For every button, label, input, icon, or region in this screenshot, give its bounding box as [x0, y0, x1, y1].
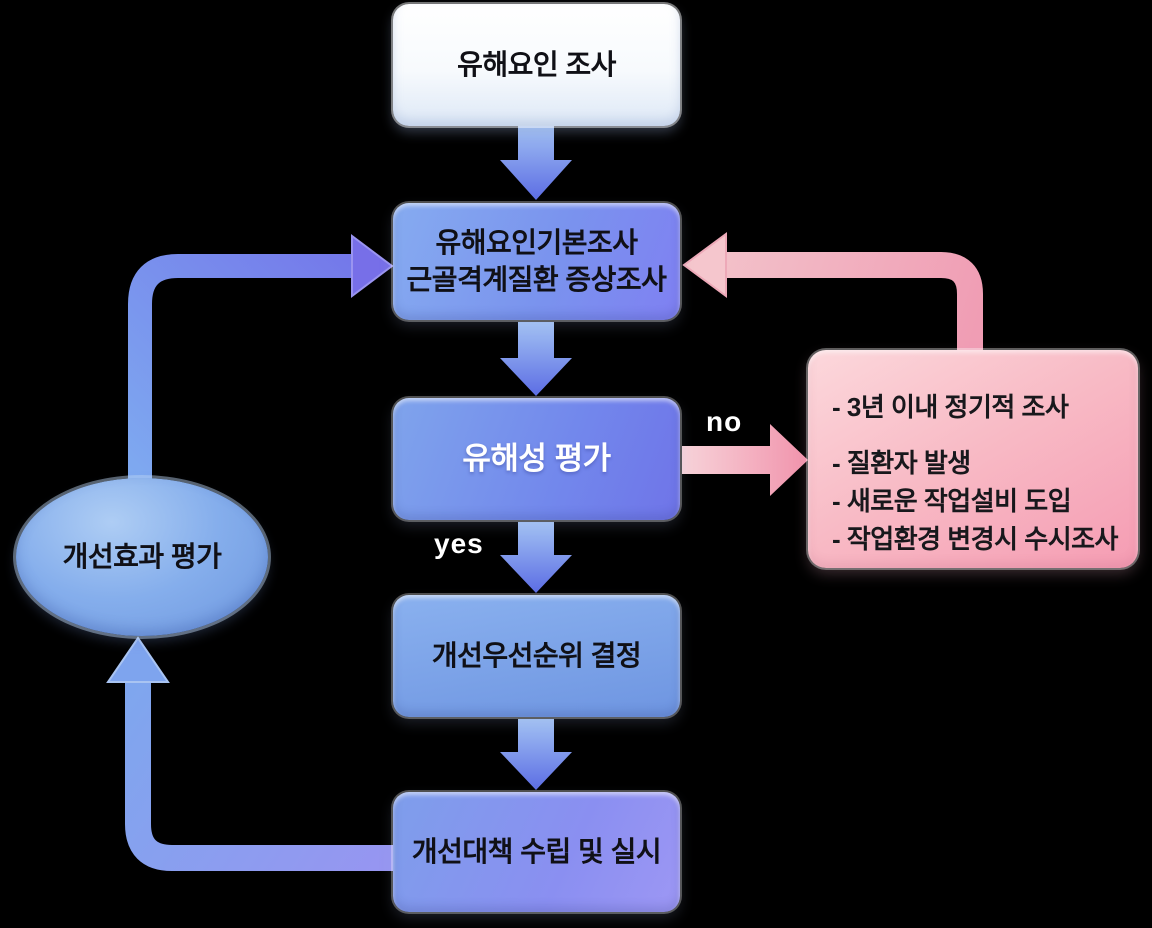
node-label: 유해요인 조사: [457, 48, 616, 80]
node-hazard-survey: 유해요인 조사: [393, 4, 680, 126]
node-effect-evaluation: 개선효과 평가: [16, 478, 268, 636]
node-label: 개선효과 평가: [62, 540, 222, 572]
node-label: 개선대책 수립 및 실시: [411, 835, 662, 867]
arrow-up-icon: [106, 636, 170, 683]
edge-label-no: no: [706, 406, 743, 437]
node-label: 유해요인기본조사 근골격계질환 증상조사: [407, 225, 667, 299]
node-no-branch-box: - 3년 이내 정기적 조사 - 질환자 발생 - 새로운 작업설비 도입 - …: [808, 350, 1138, 568]
arrow-right-icon: [351, 234, 394, 298]
pink-loop-connector: [726, 252, 983, 360]
arrow-right-no-icon: [682, 424, 808, 496]
node-hazard-evaluation: 유해성 평가: [393, 398, 680, 520]
arrow-down-icon: [500, 719, 572, 790]
pink-box-item: - 질환자 발생: [832, 448, 971, 478]
blue-loop-top-connector: [128, 254, 352, 486]
pink-box-item: - 작업환경 변경시 수시조사: [832, 524, 1118, 554]
blue-loop-bottom-connector: [125, 682, 400, 871]
arrow-down-icon: [500, 322, 572, 396]
arrow-left-pink-icon: [682, 232, 727, 298]
pink-box-line1: - 3년 이내 정기적 조사: [832, 392, 1069, 422]
arrow-down-icon: [500, 124, 572, 200]
edge-label-yes: yes: [434, 528, 484, 559]
node-improvement-action: 개선대책 수립 및 실시: [393, 792, 680, 912]
arrow-down-yes-icon: [500, 522, 572, 593]
pink-box-item: - 새로운 작업설비 도입: [832, 486, 1072, 516]
node-label-line2: 근골격계질환 증상조사: [406, 263, 667, 295]
node-label: 유해성 평가: [462, 440, 611, 476]
node-label-line1: 유해요인기본조사: [435, 226, 638, 258]
node-improvement-priority: 개선우선순위 결정: [393, 595, 680, 717]
node-basic-survey: 유해요인기본조사 근골격계질환 증상조사: [393, 203, 680, 320]
node-label: 개선우선순위 결정: [431, 639, 642, 671]
